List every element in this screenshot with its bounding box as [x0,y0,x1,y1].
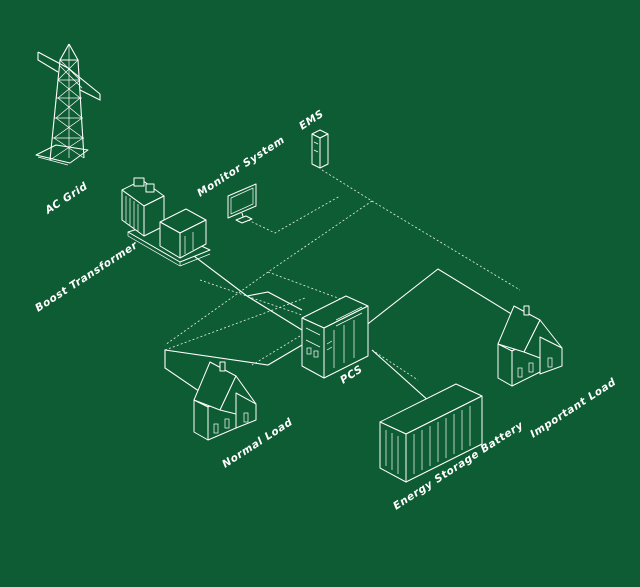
label-monitor-system: Monitor System [195,134,287,200]
communication-lines [164,169,521,381]
transmission-tower-icon [35,43,101,166]
boost-transformer-icon [121,177,211,267]
label-boost-transformer: Boost Transformer [33,239,140,314]
important-load-house-icon [497,305,563,387]
normal-load-house-icon [193,361,257,441]
label-ac-grid: AC Grid [42,180,90,217]
ems-cabinet-icon [311,129,329,169]
battery-container-icon [379,383,483,483]
label-ems: EMS [297,108,326,133]
pcs-cabinet-icon [301,295,369,379]
label-important-load: Important Load [528,376,618,440]
monitor-icon [227,183,257,224]
